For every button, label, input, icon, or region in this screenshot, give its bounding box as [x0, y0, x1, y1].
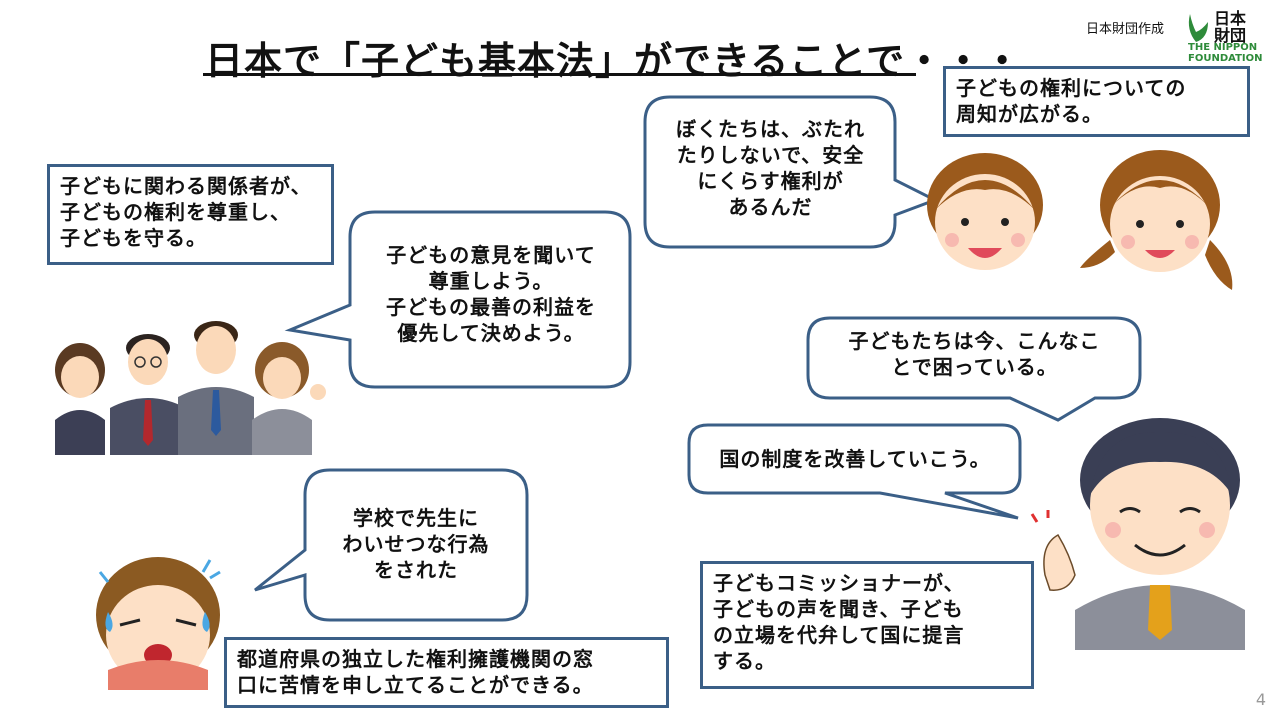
stakeholders-box: 子どもに関わる関係者が、 子どもの権利を尊重し、 子どもを守る。 — [47, 164, 334, 265]
nippon-foundation-logo — [1184, 8, 1258, 66]
adults-speech-bubble — [284, 210, 632, 389]
troubled-speech-bubble — [806, 316, 1142, 422]
commissioner-illustration — [1030, 418, 1245, 650]
logo-jp-text: 日本財団 — [1214, 9, 1247, 45]
improve-bubble-text: 国の制度を改善していこう。 — [719, 447, 991, 471]
kids-bubble-text: ぼくたちは、ぶたれ たりしないで、安全 にくらす権利が あるんだ — [676, 117, 865, 219]
adults-bubble-text: 子どもの意見を聞いて 尊重しよう。 子どもの最善の利益を 優先して決めよう。 — [386, 243, 596, 345]
school-speech-bubble — [254, 468, 529, 622]
awareness-box: 子どもの権利についての 周知が広がる。 — [943, 66, 1250, 137]
two-children-illustration — [927, 150, 1233, 290]
adults-group-illustration — [55, 321, 326, 455]
page-number: 4 — [1255, 690, 1266, 709]
creator-label: 日本財団作成 — [1086, 22, 1165, 37]
title-underline — [203, 73, 916, 76]
crying-child-illustration — [96, 557, 221, 690]
prefecture-box: 都道府県の独立した権利擁護機関の窓 口に苦情を申し立てることができる。 — [224, 637, 669, 708]
kids-speech-bubble — [643, 95, 939, 249]
logo-en-text: THE NIPPON FOUNDATION — [1188, 42, 1263, 64]
improve-speech-bubble — [687, 423, 1022, 520]
commissioner-box: 子どもコミッショナーが、 子どもの声を聞き、子ども の立場を代弁して国に提言 す… — [700, 561, 1034, 689]
page-title: 日本で「子ども基本法」ができることで・・・ — [205, 39, 1023, 83]
troubled-bubble-text: 子どもたちは今、こんなこ とで困っている。 — [848, 329, 1101, 379]
school-bubble-text: 学校で先生に わいせつな行為 をされた — [342, 506, 490, 582]
leaf-logo-icon — [1188, 14, 1208, 42]
